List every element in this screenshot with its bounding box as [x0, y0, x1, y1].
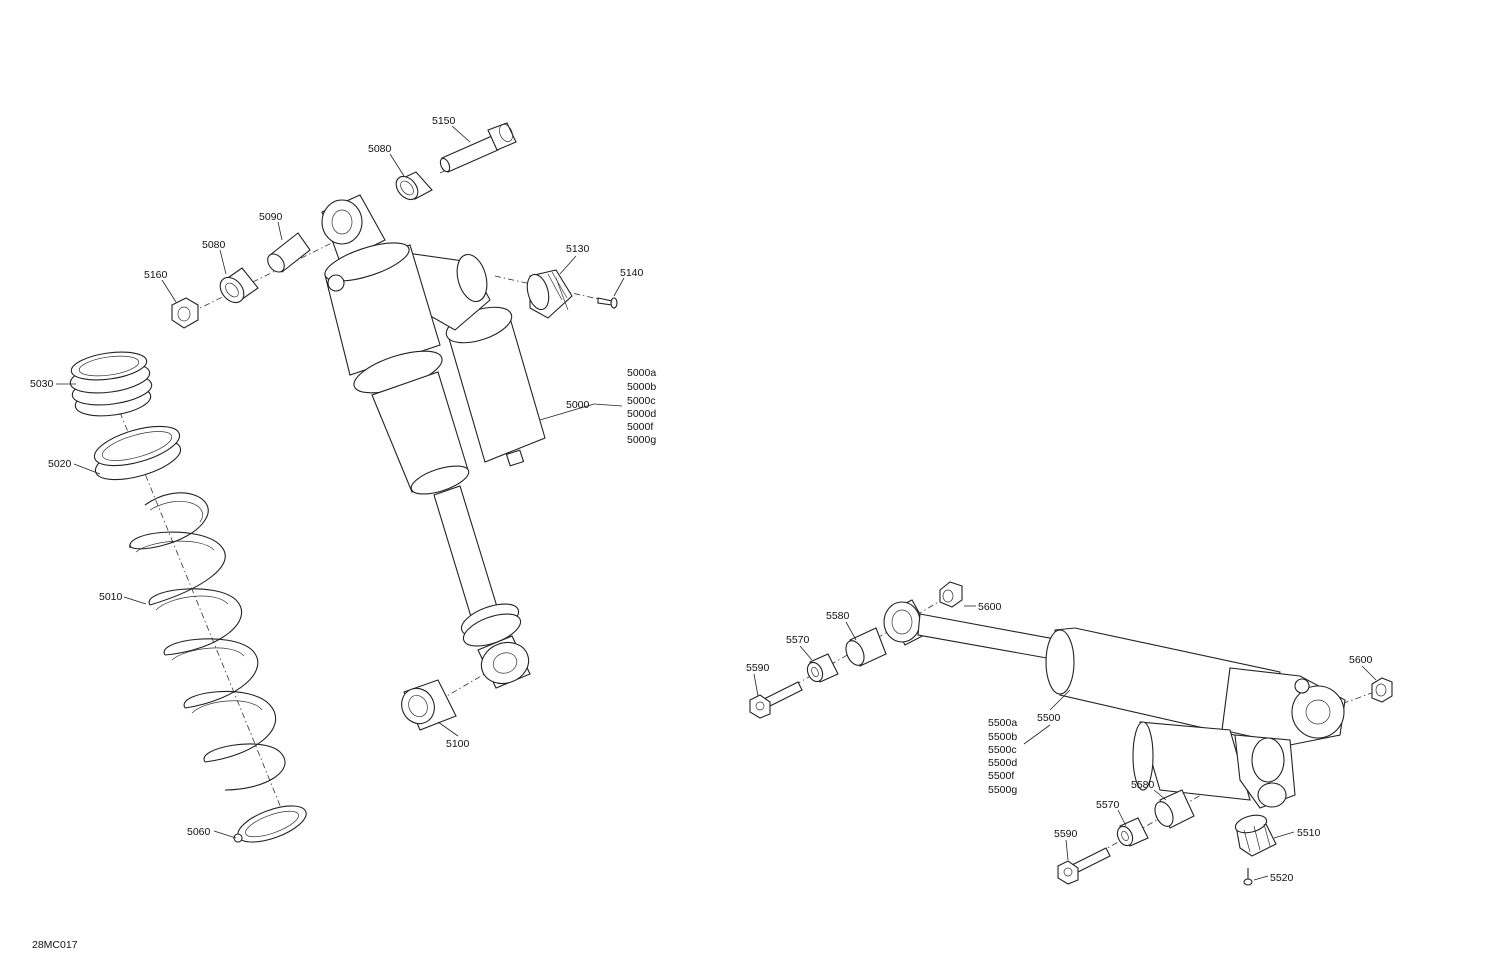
callout-5500: 5500 — [1037, 712, 1061, 724]
callout-5000-variant: 5000g — [627, 434, 656, 446]
sleeve-5580-bottom — [1154, 789, 1195, 829]
callout-5600-right: 5600 — [1349, 654, 1373, 666]
callout-5080-left: 5080 — [202, 239, 226, 251]
callout-5000-variant: 5000f — [627, 421, 653, 433]
callout-5500-variant: 5500d — [988, 757, 1017, 769]
nut-5160 — [171, 297, 199, 329]
callout-5580-top: 5580 — [826, 610, 850, 622]
callout-5010: 5010 — [99, 591, 123, 603]
washer-5600-top — [939, 581, 963, 608]
callout-5510: 5510 — [1297, 827, 1321, 839]
callout-5000: 5000 — [566, 399, 590, 411]
callout-5500-variant: 5500g — [988, 784, 1017, 796]
coil-spring-5010 — [129, 492, 286, 791]
callout-labels: 5150 5080 5090 5080 5160 5130 5140 5000 … — [30, 115, 1373, 884]
adjuster-knob-5130 — [526, 269, 573, 319]
adjuster-knob-5510 — [1234, 814, 1277, 857]
callout-5570-top: 5570 — [786, 634, 810, 646]
callout-5140: 5140 — [620, 267, 644, 279]
drawing-id: 28MC017 — [32, 939, 78, 951]
callout-5130: 5130 — [566, 243, 590, 255]
callout-5100: 5100 — [446, 738, 470, 750]
shock-body-5500 — [883, 599, 1346, 809]
shock-body-5000 — [321, 194, 546, 689]
bushing-5570-top — [806, 653, 839, 683]
bolt-5150 — [439, 122, 517, 173]
callout-5590-top: 5590 — [746, 662, 770, 674]
front-shock-assembly — [69, 122, 618, 843]
bolt-5590-top — [749, 681, 803, 719]
callout-5030: 5030 — [30, 378, 54, 390]
rear-shock-assembly — [749, 581, 1393, 886]
callout-5160: 5160 — [144, 269, 168, 281]
callout-5520: 5520 — [1270, 872, 1294, 884]
sleeve-5580-top — [845, 627, 887, 667]
callout-5000-variant: 5000a — [627, 367, 656, 379]
spring-seat-5020 — [93, 425, 182, 481]
bushing-5080-left — [219, 267, 259, 304]
bushing-5100 — [401, 679, 457, 731]
callout-5500-variants: 5500a 5500b 5500c 5500d 5500f 5500g — [988, 717, 1017, 796]
callout-5500-variant: 5500a — [988, 717, 1017, 729]
callout-5000-variant: 5000c — [627, 395, 656, 407]
callout-5580-bottom: 5580 — [1131, 779, 1155, 791]
spring-retainer-5030 — [69, 351, 153, 417]
callout-5600-top: 5600 — [978, 601, 1002, 613]
bushing-5570-bottom — [1116, 817, 1149, 847]
bushing-5080-top — [395, 171, 433, 201]
screw-5140 — [597, 297, 618, 309]
callout-5080-top: 5080 — [368, 143, 392, 155]
sleeve-5090 — [267, 232, 311, 273]
callout-5060: 5060 — [187, 826, 211, 838]
callout-5000-variants: 5000a 5000b 5000c 5000d 5000f 5000g — [627, 367, 656, 446]
callout-5500-variant: 5500b — [988, 731, 1017, 743]
clip-5060 — [233, 805, 307, 843]
leader-lines — [56, 125, 1377, 881]
callout-5500-variant: 5500f — [988, 770, 1014, 782]
callout-5590-bottom: 5590 — [1054, 828, 1078, 840]
callout-5500-variant: 5500c — [988, 744, 1017, 756]
bolt-5590-bottom — [1057, 847, 1111, 885]
callout-5150: 5150 — [432, 115, 456, 127]
washer-5600-right — [1371, 677, 1393, 703]
callout-5090: 5090 — [259, 211, 283, 223]
screw-5520 — [1243, 868, 1253, 886]
callout-5000-variant: 5000b — [627, 381, 656, 393]
callout-5570-bottom: 5570 — [1096, 799, 1120, 811]
callout-5000-variant: 5000d — [627, 408, 656, 420]
callout-5020: 5020 — [48, 458, 72, 470]
